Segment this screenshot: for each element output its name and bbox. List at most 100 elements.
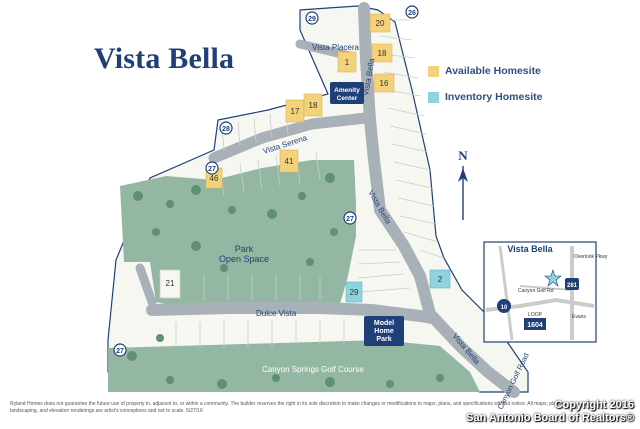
inset-highway-10 <box>498 245 514 341</box>
label-dulce-vista: Dulce Vista <box>256 309 297 318</box>
legend-item-available: Available Homesite <box>428 64 542 78</box>
inset-label: LOOP <box>528 312 543 318</box>
trees <box>127 173 444 389</box>
route-markers: 29 26 28 27 27 27 <box>113 5 419 357</box>
route-marker-icon <box>219 121 233 135</box>
compass <box>458 166 468 220</box>
inset-map <box>483 241 597 343</box>
lot-label: 18 <box>309 101 318 110</box>
north-arrow-icon <box>458 168 468 182</box>
lot-18 <box>303 93 323 117</box>
inset-1604-shield-icon <box>524 318 546 330</box>
disclaimer: Ryland Homes does not guarantee the futu… <box>10 401 563 414</box>
tree <box>436 374 444 382</box>
tree <box>325 173 335 183</box>
inset-281-shield-icon <box>565 278 579 290</box>
lot-label: 16 <box>380 79 389 88</box>
lot-label: 41 <box>285 157 294 166</box>
tree <box>325 377 335 387</box>
tree <box>386 380 394 388</box>
inset-label: Evans <box>572 314 586 320</box>
route-marker-label: 29 <box>308 16 316 23</box>
copyright: Copyright 2016 San Antonio Board of Real… <box>466 399 634 425</box>
tree <box>272 374 280 382</box>
route-marker-icon <box>205 161 219 175</box>
tree <box>330 228 338 236</box>
route-marker-icon <box>113 343 127 357</box>
area-labels: Amenity Center Park Open Space Model Hom… <box>219 87 394 343</box>
label-model-3: Park <box>376 336 391 343</box>
route-marker-label: 27 <box>346 216 354 223</box>
tree <box>166 200 174 208</box>
label-model-1: Model <box>374 320 394 327</box>
lot-label: 20 <box>376 19 385 28</box>
compass-letter: N <box>458 148 468 163</box>
inset-labels: Vista Bella Overlook Pkwy Canyon Golf Rd… <box>501 244 608 329</box>
tree <box>156 334 164 342</box>
map-title: Vista Bella <box>94 42 235 75</box>
route-marker-label: 28 <box>222 126 230 133</box>
copyright-line: San Antonio Board of Realtors® <box>466 412 634 424</box>
tree <box>217 379 227 389</box>
lot-label: 18 <box>378 49 387 58</box>
inset-highway-label: 10 <box>501 305 508 311</box>
route-marker-icon <box>305 11 319 25</box>
route-marker-label: 26 <box>408 10 416 17</box>
lot-label: 2 <box>438 275 443 284</box>
road-dulce-vista <box>146 302 438 324</box>
label-vista-placera: Vista Placera <box>312 43 360 52</box>
inventory-lots <box>345 269 451 303</box>
park-open-space <box>120 160 356 306</box>
lot-20 <box>369 13 391 33</box>
legend-swatch-available <box>428 65 439 77</box>
road-west-link <box>135 263 157 307</box>
lot-lines <box>175 19 445 348</box>
lot-labels: 20 1 18 16 17 18 41 46 2 29 21 <box>166 19 443 297</box>
legend-label: Available Homesite <box>445 65 541 77</box>
tree <box>220 264 228 272</box>
model-home-park-badge <box>364 316 404 346</box>
tree <box>166 376 174 384</box>
tree <box>133 191 143 201</box>
road-vista-bella <box>358 2 520 398</box>
amenity-center-badge <box>330 82 364 104</box>
lot-label: 29 <box>350 288 359 297</box>
label-model-2: Home <box>374 328 394 335</box>
inset-highway-label: 281 <box>567 283 578 289</box>
legend-item-inventory: Inventory Homesite <box>428 90 542 104</box>
tree <box>267 209 277 219</box>
inset-10-shield-icon <box>497 299 511 313</box>
legend-label: Inventory Homesite <box>445 91 543 103</box>
inset-label: Canyon Golf Rd <box>518 288 554 294</box>
inset-label: 1604 <box>527 322 543 329</box>
legend: Available Homesite Inventory Homesite <box>428 64 542 116</box>
inset-title: Vista Bella <box>507 244 553 254</box>
inset-star-icon <box>544 269 562 287</box>
lot-2 <box>429 269 451 289</box>
lot-label: 21 <box>166 279 175 288</box>
legend-swatch-inventory <box>428 91 439 103</box>
route-marker-label: 27 <box>208 166 216 173</box>
label-amenity-2: Center <box>337 95 358 102</box>
tree <box>228 206 236 214</box>
lot-18-north <box>371 43 393 63</box>
copyright-line: Copyright 2016 <box>554 399 634 411</box>
label-canyon-springs: Canyon Springs Golf Course <box>262 365 364 374</box>
lot-16 <box>373 73 395 93</box>
lot-label: 17 <box>291 107 300 116</box>
road-vista-serena <box>208 112 372 164</box>
label-amenity-1: Amenity <box>334 87 360 94</box>
route-marker-label: 27 <box>116 348 124 355</box>
tree <box>298 192 306 200</box>
inset-canyon-golf <box>519 285 573 291</box>
label-park-2: Open Space <box>219 254 269 264</box>
golf-course <box>108 340 480 392</box>
tree <box>306 258 314 266</box>
tree <box>127 351 137 361</box>
available-lots <box>205 13 395 189</box>
route-marker-icon <box>405 5 419 19</box>
lot-21 <box>159 269 181 299</box>
tree <box>191 241 201 251</box>
